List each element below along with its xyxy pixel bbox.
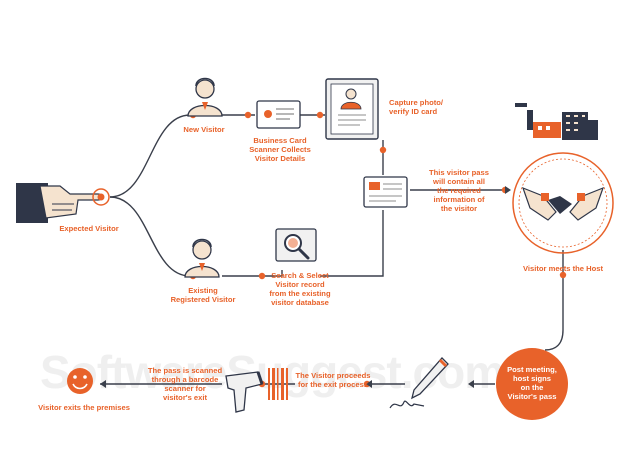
line-host-to-post [544, 250, 564, 351]
arrowheads [100, 186, 511, 388]
business-card-icon [256, 100, 301, 129]
label-exit-process: The Visitor proceeds for the exit proces… [295, 371, 371, 389]
line-to-existing-visitor [109, 196, 200, 277]
label-post-meeting: Post meeting, host signs on the Visitor'… [507, 365, 557, 401]
barcode-icon [268, 368, 288, 400]
label-capture-photo: Capture photo/ verify ID card [389, 98, 443, 116]
line-existing-to-search [222, 270, 283, 277]
label-search-select: Search & Select Visitor record from the … [269, 271, 331, 307]
line-search-to-pass [320, 210, 384, 277]
dot [258, 272, 266, 280]
arrow-left [468, 380, 474, 388]
pen-icon [389, 357, 449, 409]
label-new-visitor: New Visitor [183, 125, 225, 134]
arrow-left [366, 380, 372, 388]
post-meeting-badge [496, 348, 568, 420]
pointing-hand-icon [16, 183, 110, 223]
label-expected-visitor: Expected Visitor [59, 224, 119, 233]
search-icon [275, 228, 317, 262]
handshake-icon [512, 152, 614, 254]
arrow-right [505, 186, 511, 194]
buildings-icon [515, 103, 598, 140]
barcode-scanner-icon [225, 371, 264, 413]
arrow-left [100, 380, 106, 388]
dot [316, 111, 324, 119]
new-visitor-icon [187, 77, 223, 117]
label-visitor-pass: This visitor pass will contain all the r… [429, 168, 489, 213]
existing-visitor-icon [184, 238, 220, 278]
dot [379, 146, 387, 154]
label-existing-visitor: Existing Registered Visitor [170, 286, 236, 304]
line-to-new-visitor [109, 114, 200, 198]
dot [244, 111, 252, 119]
label-business-card: Business Card Scanner Collects Visitor D… [249, 136, 311, 163]
id-card-icon [325, 78, 379, 140]
label-visitor-exits: Visitor exits the premises [38, 403, 130, 412]
label-pass-scanned: The pass is scanned through a barcode sc… [147, 366, 223, 402]
connectors [100, 114, 564, 385]
smiley-icon [67, 368, 93, 394]
dot [559, 271, 567, 279]
visitor-pass-icon [363, 176, 408, 208]
label-meets-host: Visitor meets the Host [522, 264, 604, 273]
